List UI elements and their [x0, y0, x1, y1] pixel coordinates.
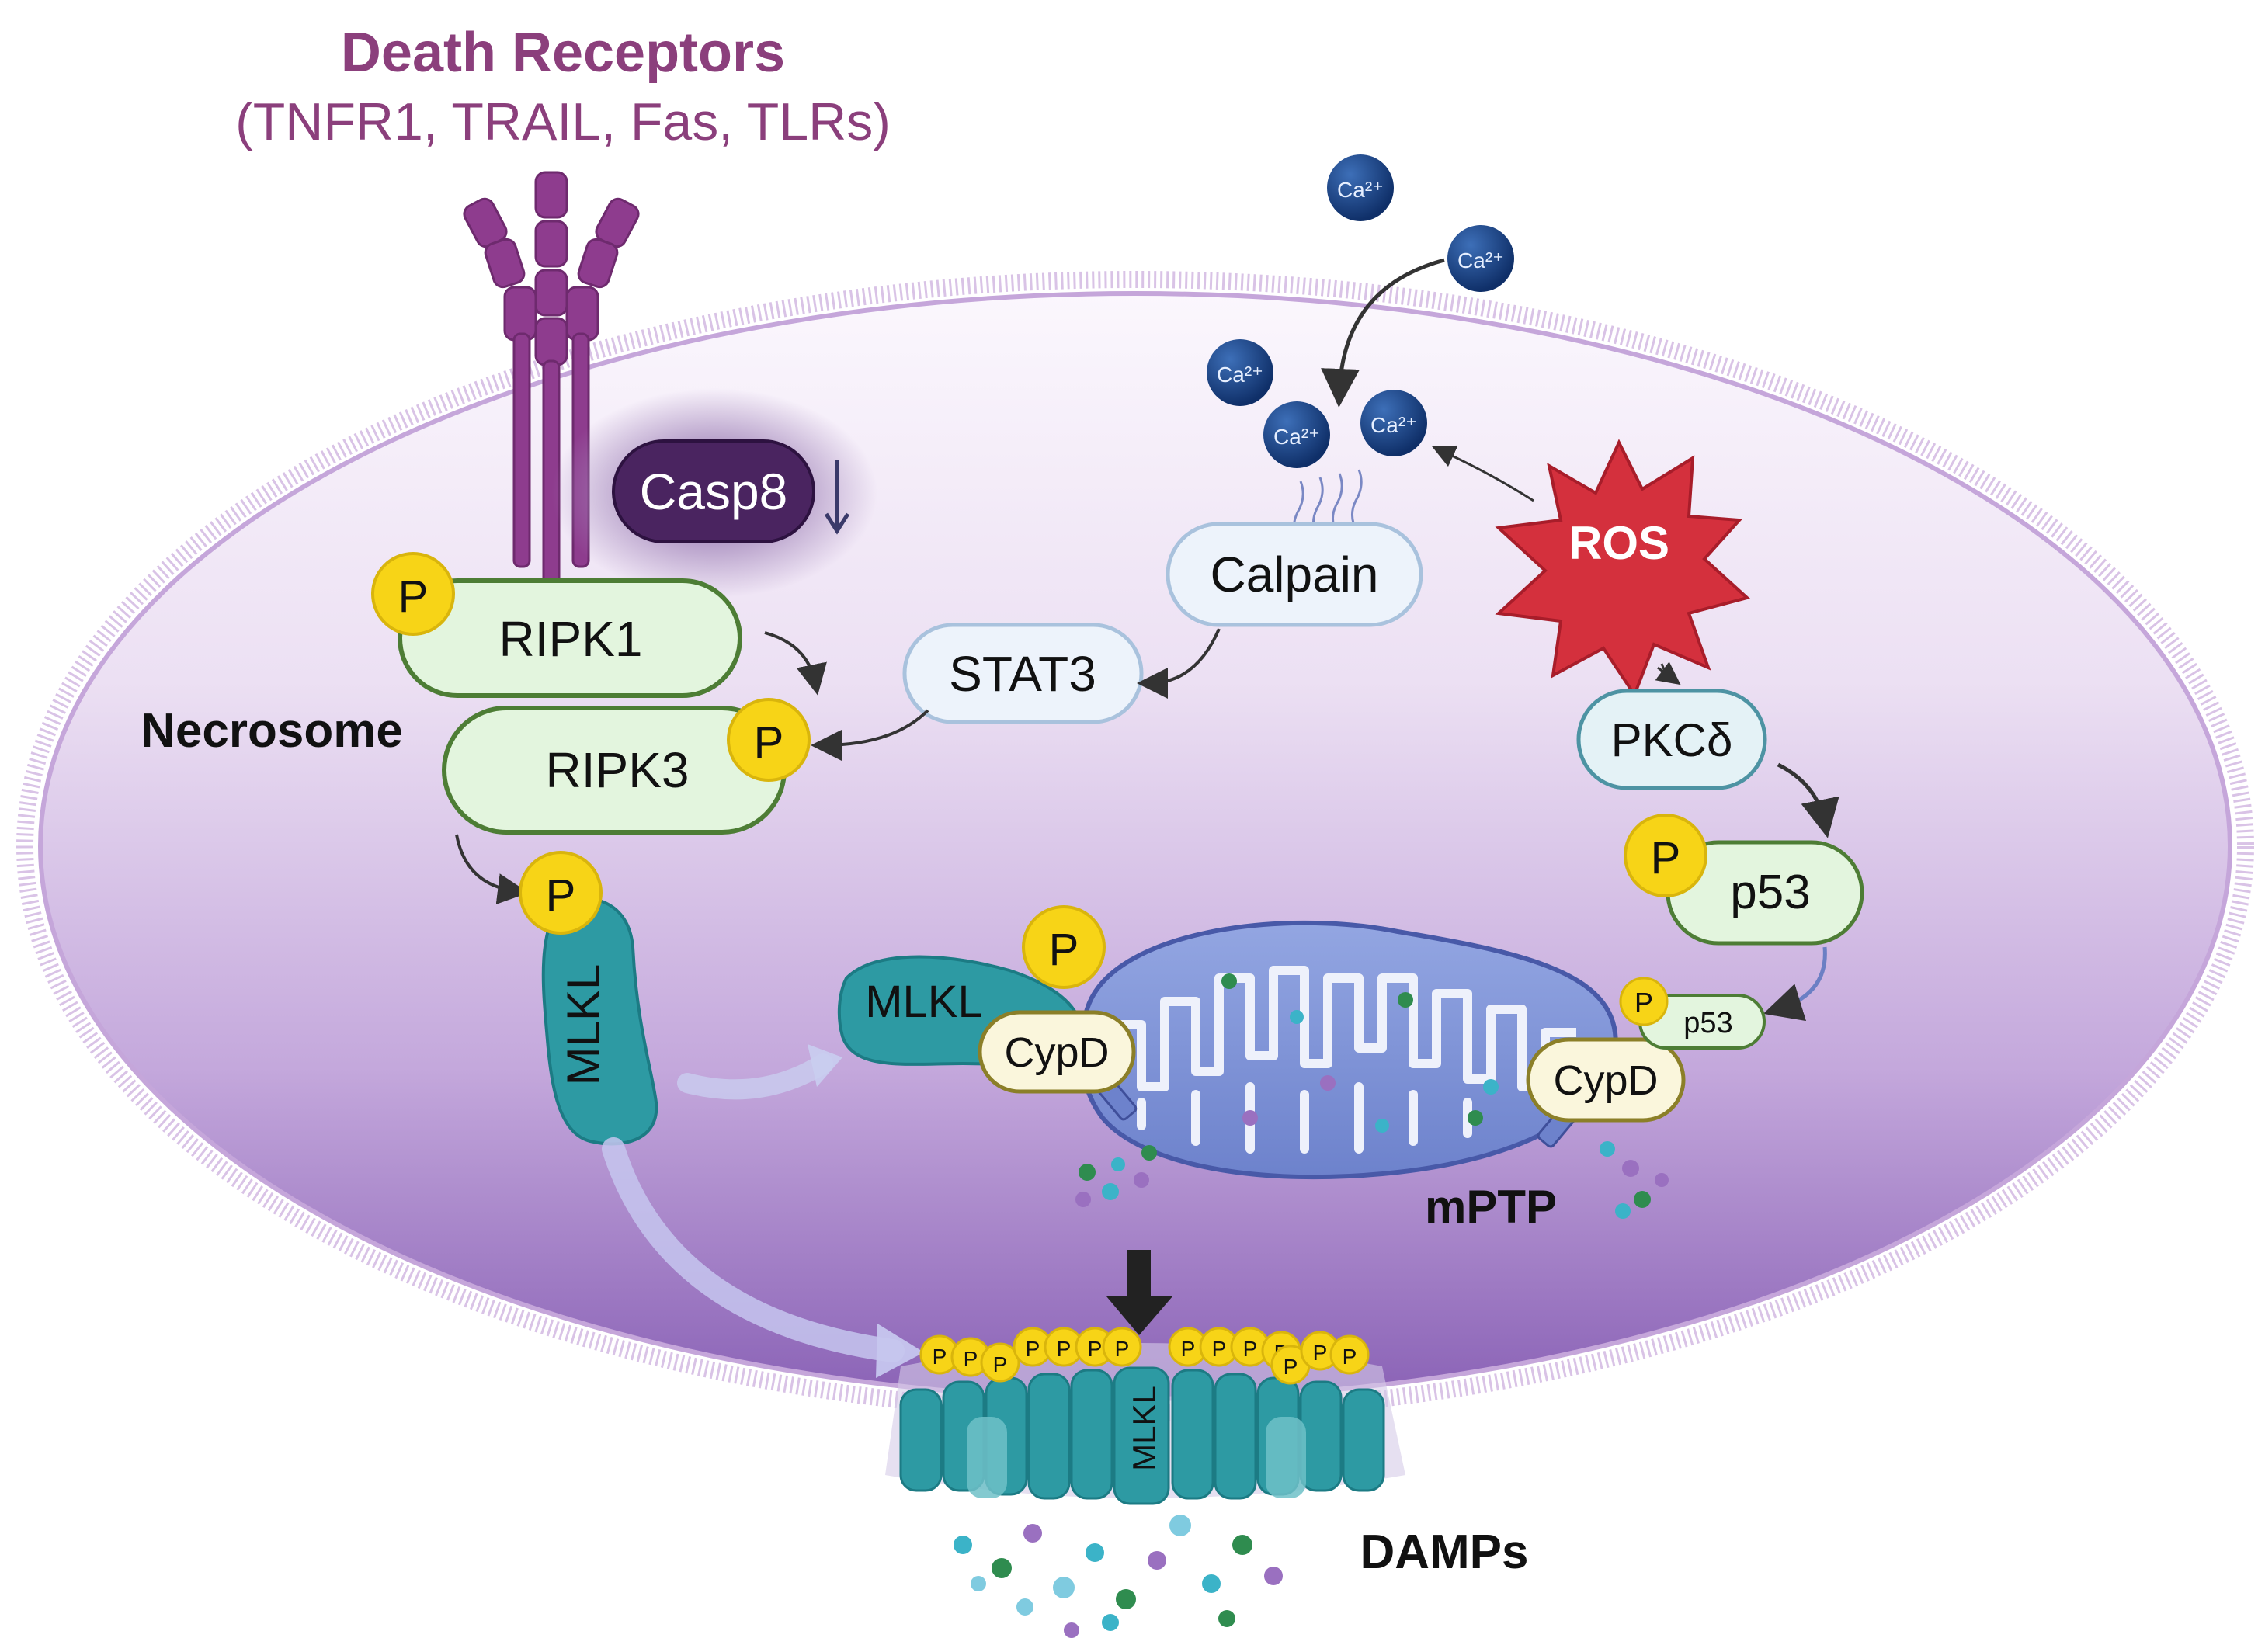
mlkl-mito-label: MLKL [865, 977, 983, 1027]
death-receptors-subtitle: (TNFR1, TRAIL, Fas, TLRs) [235, 92, 891, 151]
calpain-label: Calpain [1210, 547, 1378, 602]
membrane-phospho: P [1075, 1327, 1115, 1367]
pkc-to-p53-arrow [1777, 762, 1839, 838]
casp8-node [612, 439, 815, 543]
svg-text:P: P [1313, 1341, 1328, 1365]
svg-text:P: P [964, 1347, 978, 1371]
damps-particles [954, 1515, 1283, 1638]
ripk3-phospho: P [727, 698, 811, 782]
mlkl-cytosolic [541, 896, 658, 1146]
ripk3-label: RIPK3 [546, 742, 690, 798]
svg-text:P: P [1115, 1337, 1130, 1361]
damps-label: DAMPs [1360, 1525, 1528, 1579]
mito-to-membrane-arrow [1106, 1250, 1172, 1335]
calpain-node [1166, 522, 1423, 627]
death-receptors-title: Death Receptors [341, 22, 785, 84]
svg-text:P: P [1284, 1355, 1298, 1379]
svg-text:P: P [1243, 1337, 1258, 1361]
calcium-ion: Ca²⁺ [1263, 401, 1330, 468]
svg-text:P: P [933, 1345, 947, 1369]
membrane-phospho: P [1013, 1327, 1053, 1367]
mlkl-to-mito-arrow [677, 1053, 833, 1100]
mlkl-mito-phospho: P [1022, 905, 1106, 989]
calcium-ion: Ca²⁺ [1327, 154, 1394, 221]
svg-text:P: P [993, 1352, 1008, 1376]
pkc-delta-label: PKCδ [1611, 714, 1733, 766]
mlkl-to-membrane-arrow [602, 1137, 905, 1362]
p53-phospho: P [1624, 814, 1707, 897]
pkc-delta-node [1576, 689, 1767, 790]
mptp-label: mPTP [1425, 1181, 1557, 1233]
necrosome-label: Necrosome [141, 704, 403, 758]
p53-label: p53 [1730, 866, 1810, 919]
svg-text:P: P [1634, 987, 1653, 1019]
calpain-to-stat3-arrow [1137, 628, 1221, 699]
mitochondrion [1078, 920, 1618, 1180]
membrane-phospho: P [950, 1337, 991, 1377]
cypd-right-label: CypD [1553, 1057, 1658, 1104]
svg-text:Ca²⁺: Ca²⁺ [1337, 178, 1384, 202]
calcium-ions: Ca²⁺ Ca²⁺ Ca²⁺ Ca²⁺ Ca²⁺ [1207, 154, 1514, 468]
p53-mito-label: p53 [1683, 1007, 1732, 1039]
calcium-ion: Ca²⁺ [1207, 339, 1273, 406]
ripk1-phospho: P [371, 552, 455, 636]
calcium-ion: Ca²⁺ [1447, 225, 1514, 292]
casp8-label: Casp8 [640, 463, 788, 520]
svg-text:P: P [546, 870, 576, 921]
ripk3-to-mlkl-arrow [455, 834, 529, 904]
svg-text:P: P [1057, 1337, 1072, 1361]
ripk1-to-ripk3-arrow [764, 631, 827, 696]
cell-membrane-outer [16, 271, 2254, 1421]
p53-mito-phospho: P [1619, 977, 1669, 1026]
svg-text:P: P [1181, 1337, 1196, 1361]
cell [16, 271, 2254, 1421]
stat3-to-ripk3-arrow [811, 709, 929, 761]
calcium-influx-arrow [1321, 258, 1445, 408]
cypd-left-label: CypD [1004, 1029, 1109, 1076]
cypd-left-node [978, 1010, 1136, 1094]
calcium-ion: Ca²⁺ [1360, 390, 1427, 456]
membrane-mlkl-pore [885, 1343, 1405, 1505]
membrane-phospho-row: P P P P P P P P P P P P P P [919, 1327, 1370, 1385]
svg-text:Ca²⁺: Ca²⁺ [1457, 248, 1504, 272]
svg-text:P: P [1088, 1337, 1103, 1361]
membrane-phospho: P [1168, 1327, 1208, 1367]
p53-to-mito-arrow [1763, 946, 1827, 1022]
ros-label: ROS [1568, 517, 1669, 569]
svg-text:P: P [1049, 925, 1079, 975]
svg-text:P: P [1212, 1337, 1227, 1361]
casp8-down-arrow [824, 460, 850, 535]
stat3-label: STAT3 [949, 646, 1096, 702]
svg-text:P: P [1343, 1345, 1357, 1369]
cell-cytoplasm [38, 291, 2232, 1401]
svg-text:Ca²⁺: Ca²⁺ [1370, 413, 1417, 437]
ripk1-label: RIPK1 [499, 611, 643, 667]
svg-text:P: P [1026, 1337, 1040, 1361]
membrane-phospho: P [1102, 1327, 1142, 1367]
svg-text:P: P [398, 571, 429, 622]
svg-text:P: P [754, 717, 784, 768]
membrane-phospho: P [980, 1342, 1020, 1383]
ros-to-calcium-arrow [1432, 445, 1534, 502]
membrane-phospho: P [1329, 1334, 1370, 1375]
svg-text:Ca²⁺: Ca²⁺ [1273, 425, 1320, 449]
mlkl-pore-label: MLKL [1126, 1386, 1162, 1471]
mlkl-cytosolic-label: MLKL [558, 964, 610, 1086]
svg-text:P: P [1651, 833, 1681, 883]
mito-released-particles [1075, 1141, 1669, 1219]
cypd-right-node [1526, 1037, 1686, 1123]
ripk1-node [398, 578, 742, 698]
svg-text:Ca²⁺: Ca²⁺ [1217, 363, 1263, 387]
mlkl-phospho: P [519, 851, 603, 935]
